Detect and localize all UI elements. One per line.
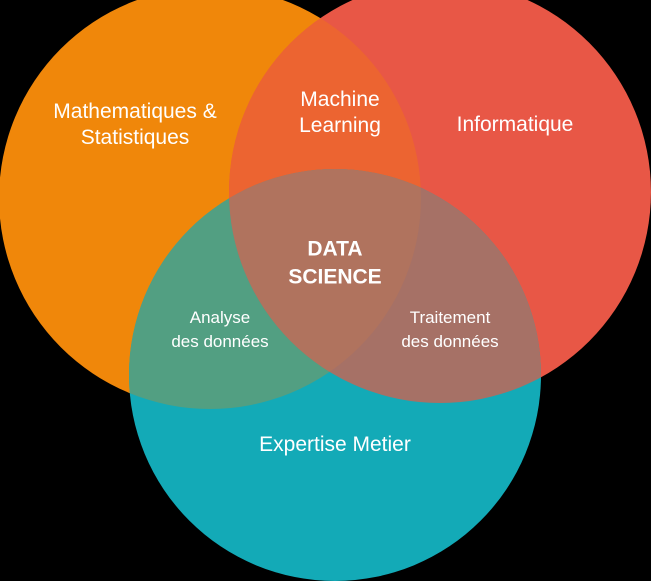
label-analyse: Analyse des données [171, 306, 268, 354]
label-ds-line1: DATA [307, 237, 363, 261]
label-informatique: Informatique [456, 112, 574, 136]
label-ds-line2: SCIENCE [288, 266, 382, 289]
label-traitement: Traitement des données [401, 306, 498, 354]
label-math-line2: Statistiques [80, 126, 190, 149]
label-analyse-line2: des données [171, 332, 269, 351]
label-math: Mathematiques & Statistiques [53, 99, 216, 152]
label-traitement-line1: Traitement [409, 308, 491, 328]
label-data-science: DATA SCIENCE [288, 236, 381, 293]
label-ml-line1: Machine [300, 87, 380, 111]
label-math-line1: Mathematiques & [53, 99, 217, 123]
label-machine-learning: Machine Learning [299, 87, 381, 140]
label-traitement-line2: des données [401, 332, 499, 351]
label-analyse-line1: Analyse [189, 308, 251, 328]
label-expertise-metier: Expertise Metier [259, 432, 411, 456]
label-ml-line2: Learning [299, 114, 381, 137]
